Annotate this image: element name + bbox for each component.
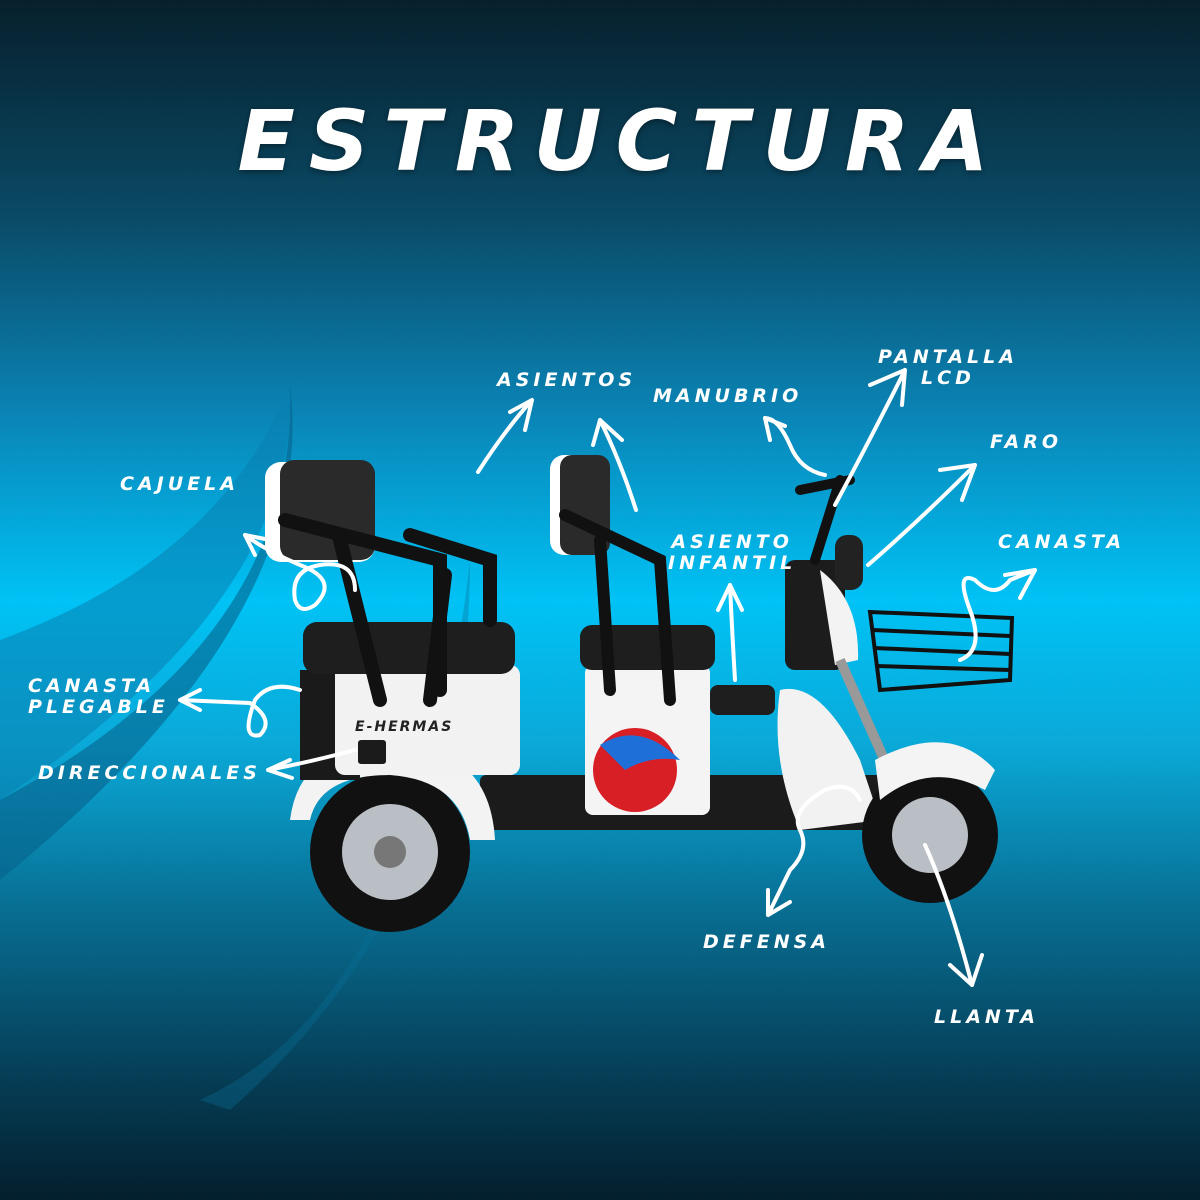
canasta-plegable-arrow bbox=[178, 684, 302, 738]
label-canasta-plegable-line2: PLEGABLE bbox=[28, 696, 169, 718]
canasta-arrow bbox=[958, 568, 1037, 662]
label-pantalla-line1: PANTALLA bbox=[878, 346, 1018, 368]
turn-signal bbox=[358, 740, 386, 764]
label-asiento-infantil: ASIENTO INFANTIL bbox=[668, 532, 796, 574]
direccionales-arrow bbox=[266, 748, 357, 780]
pantalla-arrow bbox=[833, 368, 907, 507]
rear-wheel bbox=[310, 772, 470, 932]
label-asiento-line1: ASIENTO bbox=[671, 531, 793, 553]
faro-arrow bbox=[866, 463, 977, 567]
manubrio-arrow bbox=[763, 416, 827, 477]
label-faro: FARO bbox=[990, 431, 1063, 453]
label-canasta: CANASTA bbox=[998, 531, 1126, 553]
cajuela-arrow bbox=[243, 533, 357, 611]
label-canasta-plegable: CANASTA PLEGABLE bbox=[28, 676, 169, 718]
label-manubrio: MANUBRIO bbox=[653, 385, 803, 407]
label-asiento-line2: INFANTIL bbox=[668, 552, 797, 574]
label-defensa: DEFENSA bbox=[703, 931, 830, 953]
page-title: ESTRUCTURA bbox=[237, 92, 1003, 190]
label-pantalla-line2: LCD bbox=[921, 367, 975, 389]
asientos-arrow-left bbox=[476, 398, 534, 474]
brand-text: E-HERMAS bbox=[355, 719, 453, 735]
asiento-infantil-arrow bbox=[716, 583, 744, 682]
label-pantalla-lcd: PANTALLA LCD bbox=[878, 347, 1018, 389]
llanta-arrow bbox=[923, 843, 984, 987]
defensa-arrow bbox=[766, 784, 862, 917]
label-canasta-plegable-line1: CANASTA bbox=[28, 675, 156, 697]
label-direccionales: DIRECCIONALES bbox=[38, 762, 261, 784]
tricycle: E-HERMAS bbox=[265, 455, 1015, 932]
asientos-arrow-right bbox=[591, 418, 638, 512]
label-asientos: ASIENTOS bbox=[497, 369, 637, 391]
label-llanta: LLANTA bbox=[934, 1006, 1040, 1028]
label-cajuela: CAJUELA bbox=[120, 473, 239, 495]
